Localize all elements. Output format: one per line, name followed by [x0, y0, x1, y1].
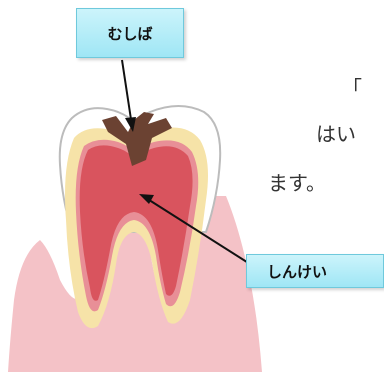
body-text-line-3: ます。 [268, 171, 326, 195]
nerve-arrow [145, 197, 251, 265]
body-text-line-2: はい [316, 122, 356, 146]
cavity-label: むしば [76, 8, 184, 58]
tooth-pulp [79, 145, 193, 301]
cavity [102, 112, 172, 166]
body-text-line-1: 「 [342, 76, 362, 100]
nerve-label: しんけい [246, 254, 384, 288]
cavity-arrowhead [125, 117, 136, 132]
nerve-arrowhead [139, 194, 154, 204]
cavity-arrow [121, 59, 133, 127]
